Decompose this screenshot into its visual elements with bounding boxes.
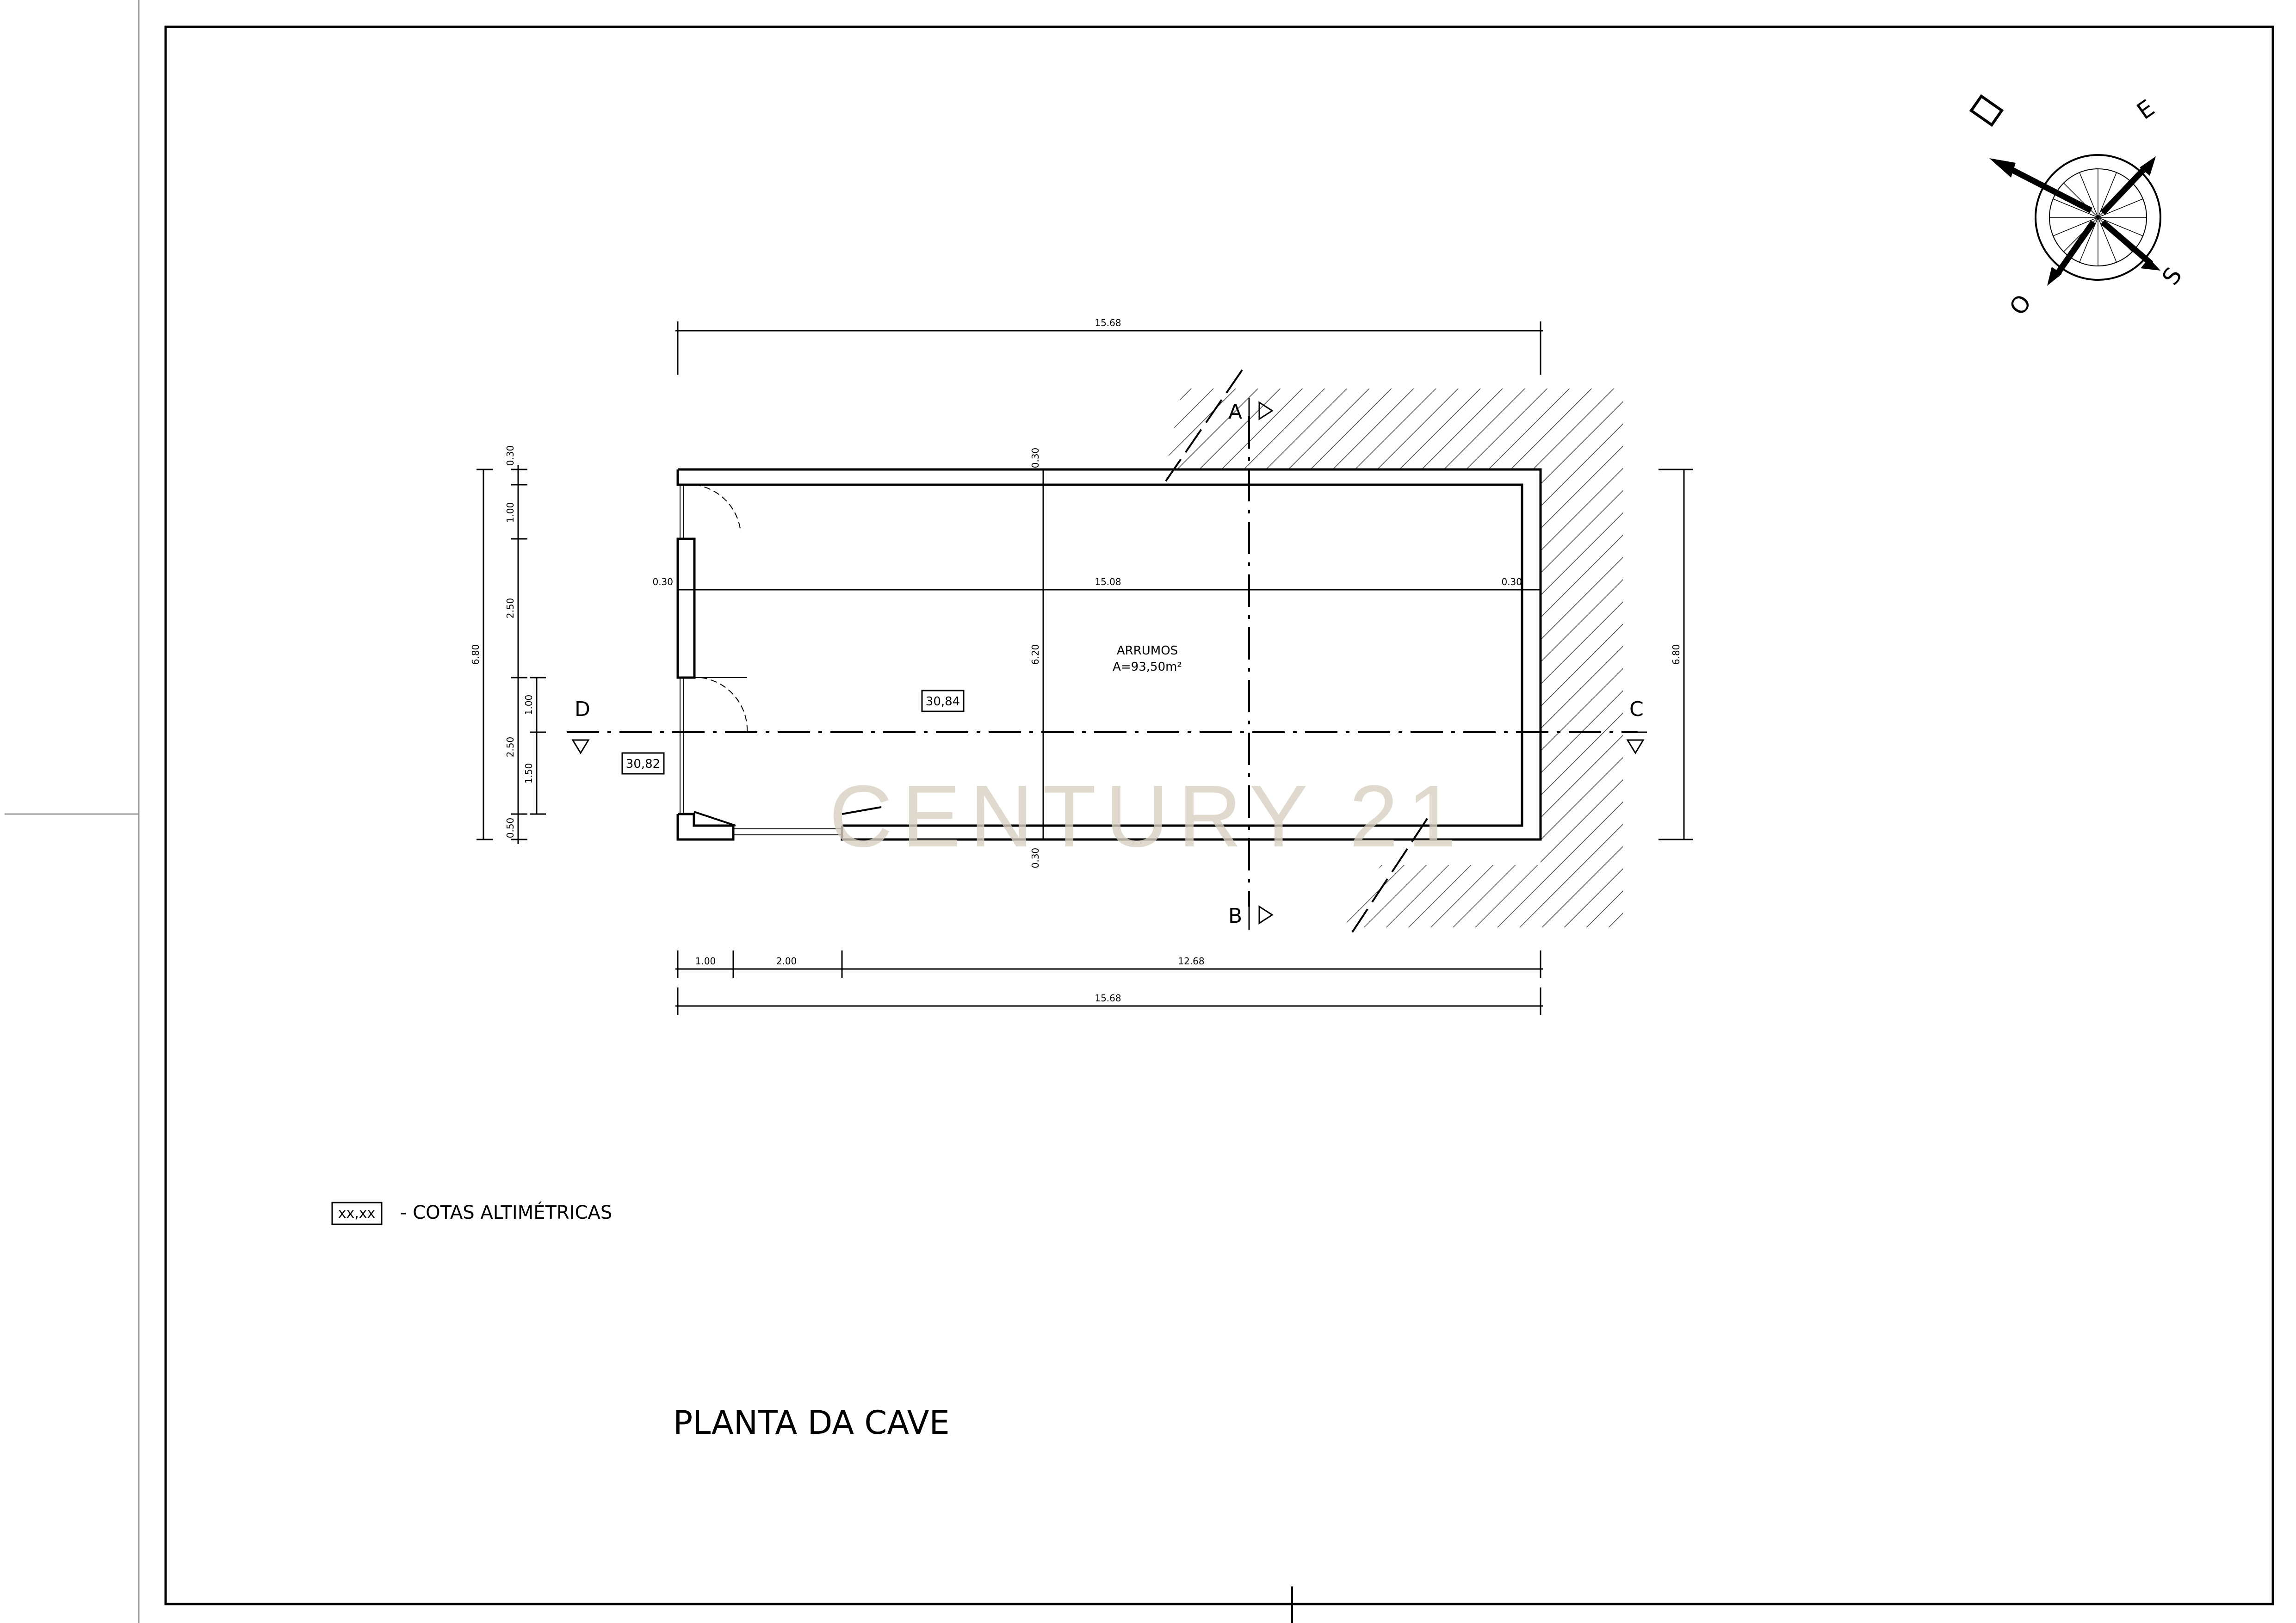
room-area: A=93,50m²	[1113, 660, 1182, 674]
compass-label-o: O	[2004, 290, 2036, 320]
dim-top-total: 15.68	[1095, 317, 1121, 328]
compass: E S O	[1969, 94, 2187, 320]
dim-right-wall: 0.30	[1501, 576, 1522, 587]
dim-bottom-seg: 1.00	[695, 956, 716, 967]
dim-left-seg: 0.30	[505, 445, 516, 466]
dim-left-wall: 0.30	[652, 576, 673, 587]
dim-inner-width: 15.08	[1095, 576, 1121, 587]
dim-top-wall: 0.30	[1030, 448, 1041, 469]
dim-right-height: 6.80	[1671, 644, 1682, 665]
level-tag: 30,84	[921, 690, 965, 712]
section-marker-d: D	[569, 697, 592, 754]
watermark: CENTURY 21	[829, 767, 1466, 865]
dim-left-sub: 1.50	[523, 763, 534, 784]
section-lines	[567, 369, 1638, 935]
dim-left-sub: 1.00	[523, 695, 534, 716]
room-label: ARRUMOS A=93,50m²	[1113, 644, 1182, 674]
section-marker-b: B	[1228, 902, 1274, 930]
section-label-c: C	[1629, 697, 1644, 721]
dim-left-seg: 0.50	[505, 818, 516, 839]
dim-left-seg: 2.50	[505, 737, 516, 758]
dim-left-seg: 1.00	[505, 502, 516, 523]
dim-bottom-total: 15.68	[1095, 993, 1121, 1004]
dimension-texts: 15.68 15.08 0.30 0.30 6.20 0.30 0.30 6.8…	[470, 317, 1682, 1004]
dim-bottom-seg: 2.00	[776, 956, 797, 967]
compass-label-e: E	[2132, 94, 2160, 125]
compass-label-s: S	[2157, 263, 2187, 290]
level-tag: 30,82	[621, 752, 665, 775]
openings	[680, 484, 882, 835]
dim-left-seg: 2.50	[505, 598, 516, 619]
level-value: 30,84	[926, 695, 960, 709]
dim-inner-height: 6.20	[1030, 644, 1041, 665]
section-label-a: A	[1228, 400, 1242, 424]
dimension-lines	[477, 321, 1693, 1015]
section-marker-c: C	[1624, 697, 1647, 754]
soil-hatch	[1166, 389, 1623, 927]
room-name: ARRUMOS	[1117, 644, 1178, 658]
sheet-frame	[5, 0, 2274, 1623]
dim-bottom-seg: 12.68	[1178, 956, 1204, 967]
section-label-b: B	[1228, 904, 1242, 928]
section-marker-a: A	[1228, 398, 1274, 426]
section-label-d: D	[575, 697, 590, 721]
dim-bottom-wall: 0.30	[1030, 848, 1041, 869]
plan-title: PLANTA DA CAVE	[673, 1404, 950, 1442]
legend-text: - COTAS ALTIMÉTRICAS	[400, 1201, 612, 1223]
dim-left-height: 6.80	[470, 644, 481, 665]
level-value: 30,82	[626, 757, 660, 771]
legend: xx,xx - COTAS ALTIMÉTRICAS	[331, 1201, 612, 1225]
legend-symbol: xx,xx	[338, 1205, 376, 1222]
